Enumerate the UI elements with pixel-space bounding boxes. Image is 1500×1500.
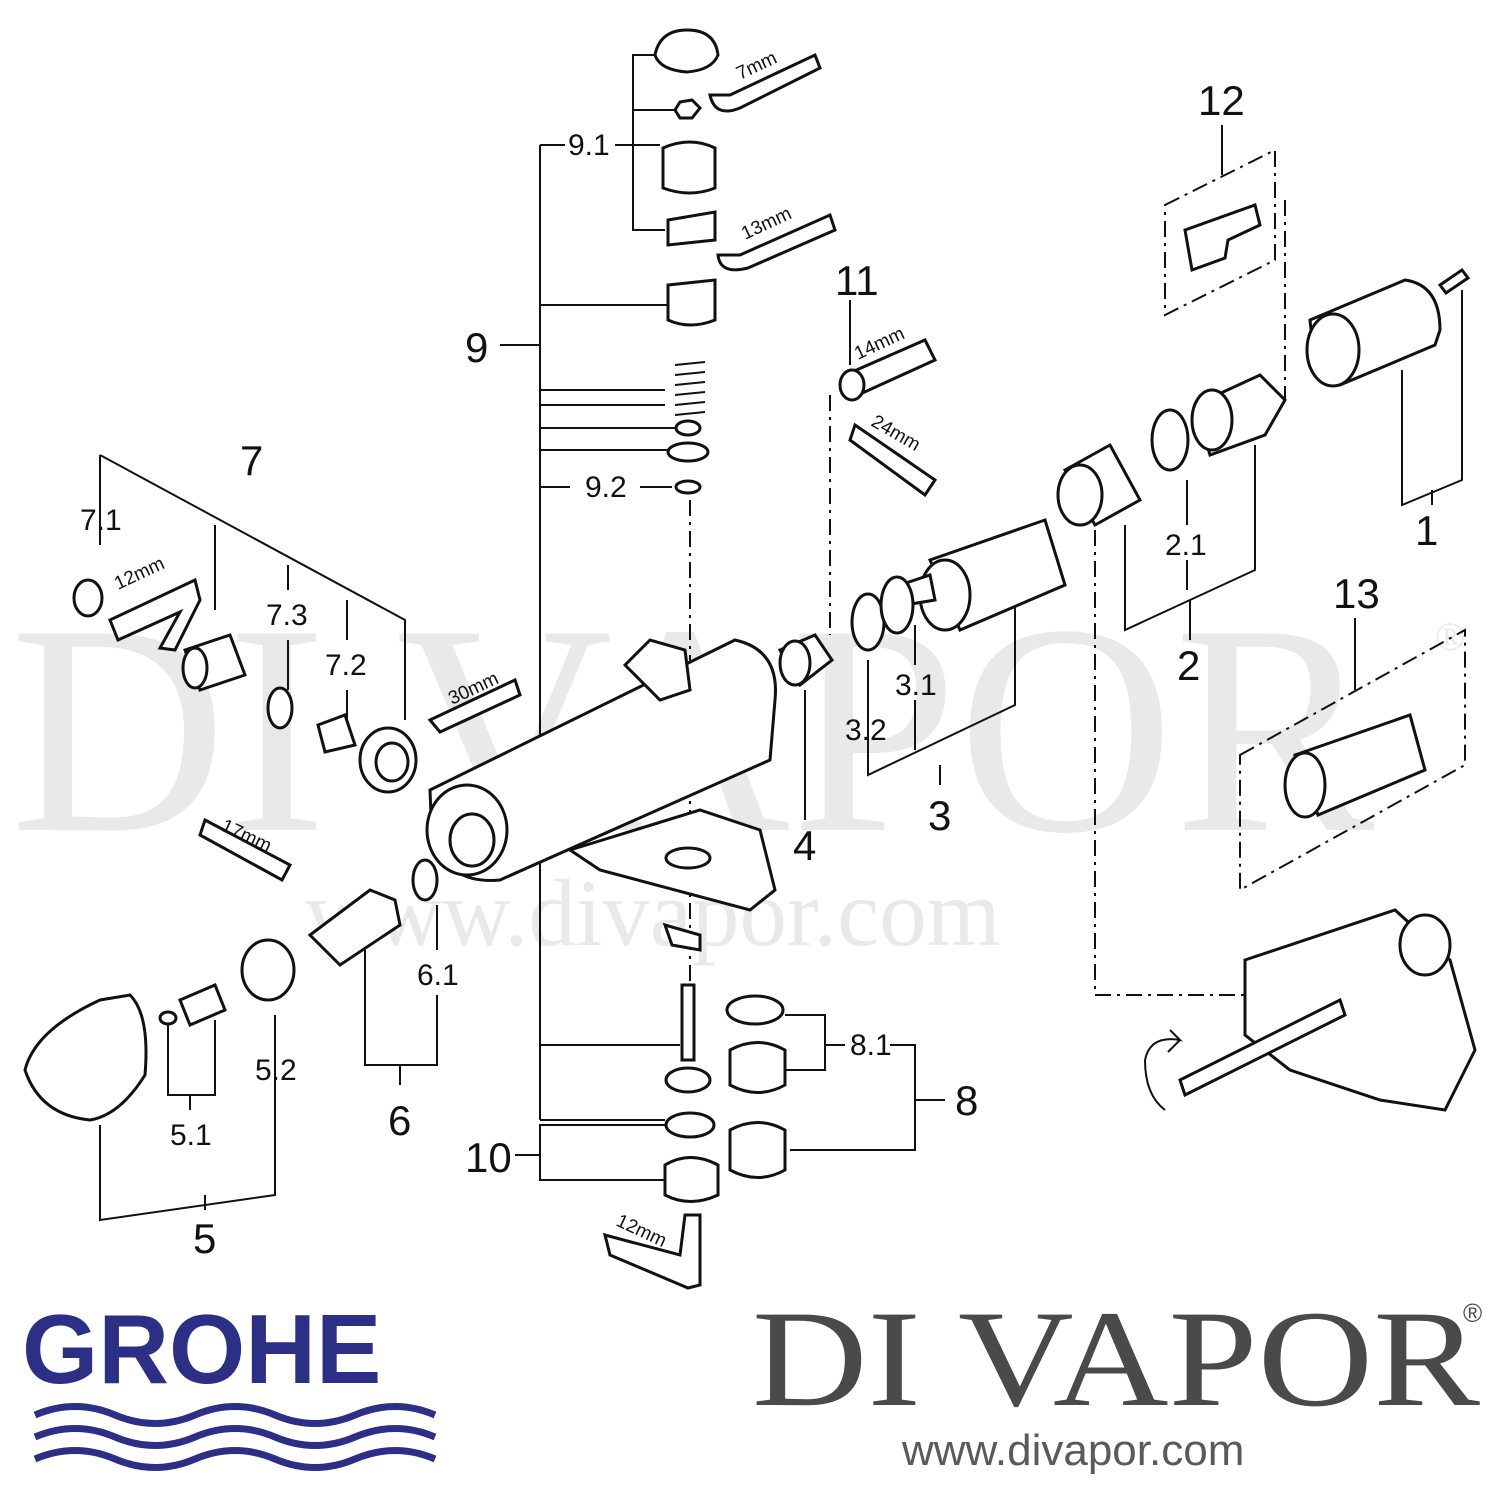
label-9-2: 9.2 <box>585 471 627 504</box>
label-2: 2 <box>1177 642 1200 689</box>
mixer-body <box>425 638 777 952</box>
grohe-wave-2 <box>33 1425 437 1449</box>
label-8-1: 8.1 <box>850 1029 892 1062</box>
label-5-1: 5.1 <box>170 1119 212 1152</box>
part-13 <box>1283 713 1427 819</box>
part-3-cartridge <box>850 518 1067 652</box>
divapor-logo: DI VAPOR ® www.divapor.com <box>752 1282 1482 1475</box>
part-8-10-group <box>663 983 787 1203</box>
wrenches <box>108 52 938 1290</box>
divapor-url: www.divapor.com <box>901 1426 1244 1475</box>
label-12: 12 <box>1198 77 1245 124</box>
label-8: 8 <box>955 1077 978 1124</box>
label-6-1: 6.1 <box>417 959 459 992</box>
label-9-1: 9.1 <box>568 129 610 162</box>
watermark-registered: ® <box>1435 614 1465 659</box>
part-7-group <box>72 578 418 794</box>
grohe-wave-3 <box>33 1447 437 1471</box>
label-4: 4 <box>793 822 816 869</box>
part-12 <box>1183 203 1262 273</box>
divapor-registered-mark: ® <box>1463 1298 1482 1328</box>
grohe-logo-text: GROHE <box>22 1294 381 1404</box>
part-1-handle <box>1305 267 1471 388</box>
label-7-3: 7.3 <box>266 599 308 632</box>
label-11: 11 <box>835 257 879 304</box>
label-13: 13 <box>1333 570 1380 617</box>
part-4 <box>777 633 835 688</box>
label-2-1: 2.1 <box>1165 529 1207 562</box>
label-5-2: 5.2 <box>255 1054 297 1087</box>
label-7-2: 7.2 <box>325 649 367 682</box>
label-1: 1 <box>1415 507 1438 554</box>
label-3: 3 <box>928 792 951 839</box>
label-3-1: 3.1 <box>895 669 937 702</box>
label-7: 7 <box>240 437 263 484</box>
part-labels: 1 2 2.1 3 3.1 3.2 4 5 5.1 5.2 6 6.1 7 7.… <box>80 77 1438 1262</box>
part-6-group <box>307 858 439 967</box>
part-9-group <box>653 28 720 495</box>
grohe-wave-1 <box>33 1403 437 1427</box>
label-3-2: 3.2 <box>845 714 887 747</box>
grohe-logo: GROHE <box>22 1294 437 1471</box>
parts <box>23 28 1477 1290</box>
part-2 <box>1056 373 1287 528</box>
part-11 <box>838 338 938 402</box>
part-5-group <box>23 938 296 1122</box>
label-10: 10 <box>465 1134 512 1181</box>
divapor-logo-text: DI VAPOR <box>752 1282 1480 1435</box>
valve-housing <box>1144 908 1477 1112</box>
leader-lines <box>99 54 1463 1222</box>
label-5: 5 <box>193 1215 216 1262</box>
label-6: 6 <box>388 1097 411 1144</box>
label-7-1: 7.1 <box>80 504 122 537</box>
label-9: 9 <box>465 324 488 371</box>
